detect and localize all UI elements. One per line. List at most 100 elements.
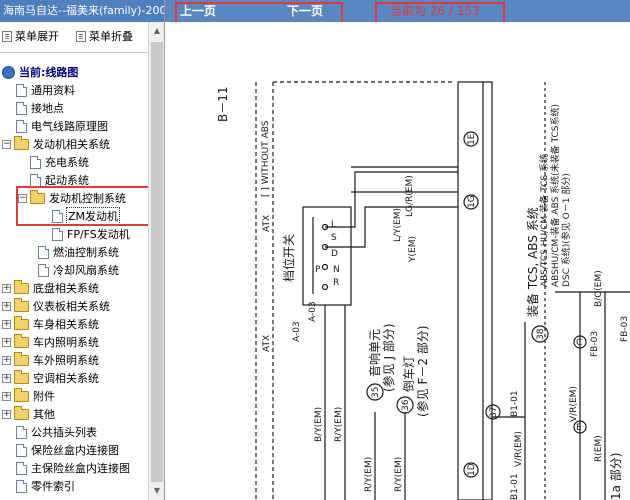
switch-contact: [321, 283, 329, 291]
audio-unit-ref: (参见 J 部分): [381, 323, 396, 392]
diagram-page: B－11 [ ] WITHOUT ABS ATX ATX L S D N R: [165, 22, 630, 500]
tree-item-label: FP/FS发动机: [67, 228, 130, 241]
wire-label: L/Y(EM): [393, 208, 403, 242]
tree-item-starting[interactable]: 起动系统: [30, 171, 90, 189]
connector-code: B1-01: [510, 473, 520, 500]
connector-label: 1D: [467, 463, 477, 476]
document-icon: [16, 479, 27, 493]
scroll-up-icon[interactable]: ▲: [153, 26, 161, 35]
menu-icon: [2, 30, 12, 42]
window-title: 海南马自达--福美来(family)-2004: [0, 0, 164, 22]
reverse-lamp-label: 倒车灯: [401, 356, 416, 392]
tree-item-label: 车内照明系统: [33, 336, 99, 349]
wire-label: R/Y(EM): [334, 407, 344, 442]
tree-item-exterior-lighting[interactable]: + 车外照明系统: [2, 351, 100, 369]
reference-number: 36: [401, 399, 411, 411]
tree-item-fuel-control[interactable]: 燃油控制系统: [38, 243, 120, 261]
tree-item-label: 其他: [33, 408, 55, 421]
menu-collapse-button[interactable]: 菜单折叠: [76, 28, 133, 44]
wire-label: R(EM): [594, 435, 604, 462]
document-icon: [30, 173, 41, 187]
tree-item-schematic[interactable]: 电气线路原理图: [16, 117, 109, 135]
tree-item-main-fuse-box[interactable]: 主保险丝盒内连接图: [16, 459, 131, 477]
switch-terminal-label: D: [331, 249, 338, 259]
tree-item-ground[interactable]: 接地点: [16, 99, 65, 117]
tree-root-label: 当前:线路图: [19, 66, 79, 79]
reference-number: 38: [536, 328, 546, 340]
connector-code: A-03: [308, 301, 318, 322]
circle-letter: C: [576, 338, 582, 348]
tree-item-common-connectors[interactable]: 公共插头列表: [16, 423, 98, 441]
reference-circle: [531, 325, 549, 343]
connector-label: 1E: [467, 133, 477, 145]
tree-item-fuse-box[interactable]: 保险丝盒内连接图: [16, 441, 120, 459]
document-icon: [16, 461, 27, 475]
tree-item-label: 主保险丝盒内连接图: [31, 462, 130, 475]
tree-item-label: 仪表板相关系统: [33, 300, 110, 313]
expand-icon[interactable]: +: [2, 336, 11, 347]
expand-icon[interactable]: +: [2, 390, 11, 401]
tree-item-chassis[interactable]: + 底盘相关系统: [2, 279, 100, 297]
collapse-icon[interactable]: −: [2, 138, 11, 149]
menu-expand-button[interactable]: 菜单展开: [2, 28, 59, 44]
expand-icon[interactable]: +: [2, 282, 11, 293]
reference-number: 37: [489, 407, 499, 418]
tree-item-ac[interactable]: + 空调相关系统: [2, 369, 100, 387]
tree-item-engine-systems[interactable]: − 发动机相关系统: [2, 135, 111, 153]
tree-item-label: 发动机控制系统: [49, 192, 126, 205]
prev-page-button[interactable]: 上一页: [180, 4, 217, 18]
vertical-scrollbar[interactable]: ▲ ▼: [148, 22, 164, 500]
tree-item-cooling-fan[interactable]: 冷却风扇系统: [38, 261, 120, 279]
connector-circle: [463, 131, 479, 147]
expand-icon[interactable]: +: [2, 354, 11, 365]
expand-icon[interactable]: +: [2, 372, 11, 383]
page-code: B－11: [216, 86, 230, 122]
connector-code: B1-01: [510, 390, 520, 417]
tcs-line: ABSHU/CM-装备 ABS 系统(未装备 TCS系统): [549, 104, 561, 287]
tree-item-label: 起动系统: [45, 174, 89, 187]
tree-root[interactable]: 当前:线路图: [2, 63, 79, 81]
tree-item-instrument[interactable]: + 仪表板相关系统: [2, 297, 111, 315]
atx-label: ATX: [262, 335, 272, 352]
expand-icon[interactable]: +: [2, 408, 11, 419]
wire-label: B/Y(EM): [314, 407, 324, 442]
connector-code: A-03: [292, 321, 302, 342]
switch-label: 档位开关: [281, 234, 296, 282]
document-icon: [16, 443, 27, 457]
tree-item-label: 空调相关系统: [33, 372, 99, 385]
switch-terminal-label: R: [333, 278, 339, 288]
reference-circle: [573, 335, 587, 349]
tree-item-general[interactable]: 通用资料: [16, 81, 76, 99]
without-abs-label: [ ] WITHOUT ABS: [261, 120, 271, 197]
collapse-icon[interactable]: −: [18, 192, 27, 203]
folder-icon: [14, 369, 29, 384]
tcs-title: 装备 TCS, ABS 系统: [526, 207, 540, 317]
document-icon: [16, 119, 27, 133]
menu-collapse-label: 菜单折叠: [89, 30, 133, 43]
scrollbar-thumb[interactable]: [151, 42, 163, 482]
next-page-button[interactable]: 下一页: [287, 4, 324, 18]
page-status: 当前为 26 / 153: [390, 4, 480, 18]
tree-item-body[interactable]: + 车身相关系统: [2, 315, 100, 333]
expand-icon[interactable]: +: [2, 318, 11, 329]
tree-item-label: 附件: [33, 390, 55, 403]
expand-icon[interactable]: +: [2, 300, 11, 311]
tree-item-interior-lighting[interactable]: + 车内照明系统: [2, 333, 100, 351]
tree-item-accessories[interactable]: + 附件: [2, 387, 56, 405]
tree-item-label: 充电系统: [45, 156, 89, 169]
tree-item-other[interactable]: + 其他: [2, 405, 56, 423]
divider: [0, 52, 164, 53]
atx-label: ATX: [262, 215, 272, 232]
tree-item-parts-index[interactable]: 零件索引: [16, 477, 76, 495]
folder-open-icon: [30, 189, 45, 204]
tree-item-engine-control[interactable]: − 发动机控制系统: [18, 189, 127, 207]
highlight-box: [16, 186, 154, 226]
audio-unit-label: 音响单元: [367, 329, 382, 377]
wire-label: V/R(EM): [514, 431, 524, 467]
tree-item-label: 发动机相关系统: [33, 138, 110, 151]
scroll-down-icon[interactable]: ▼: [153, 486, 161, 495]
tree-item-charging[interactable]: 充电系统: [30, 153, 90, 171]
connector-circle: [463, 462, 479, 478]
wire-label: B/O(EM): [594, 270, 604, 307]
tree-item-fp-fs-engine[interactable]: FP/FS发动机: [52, 225, 131, 243]
